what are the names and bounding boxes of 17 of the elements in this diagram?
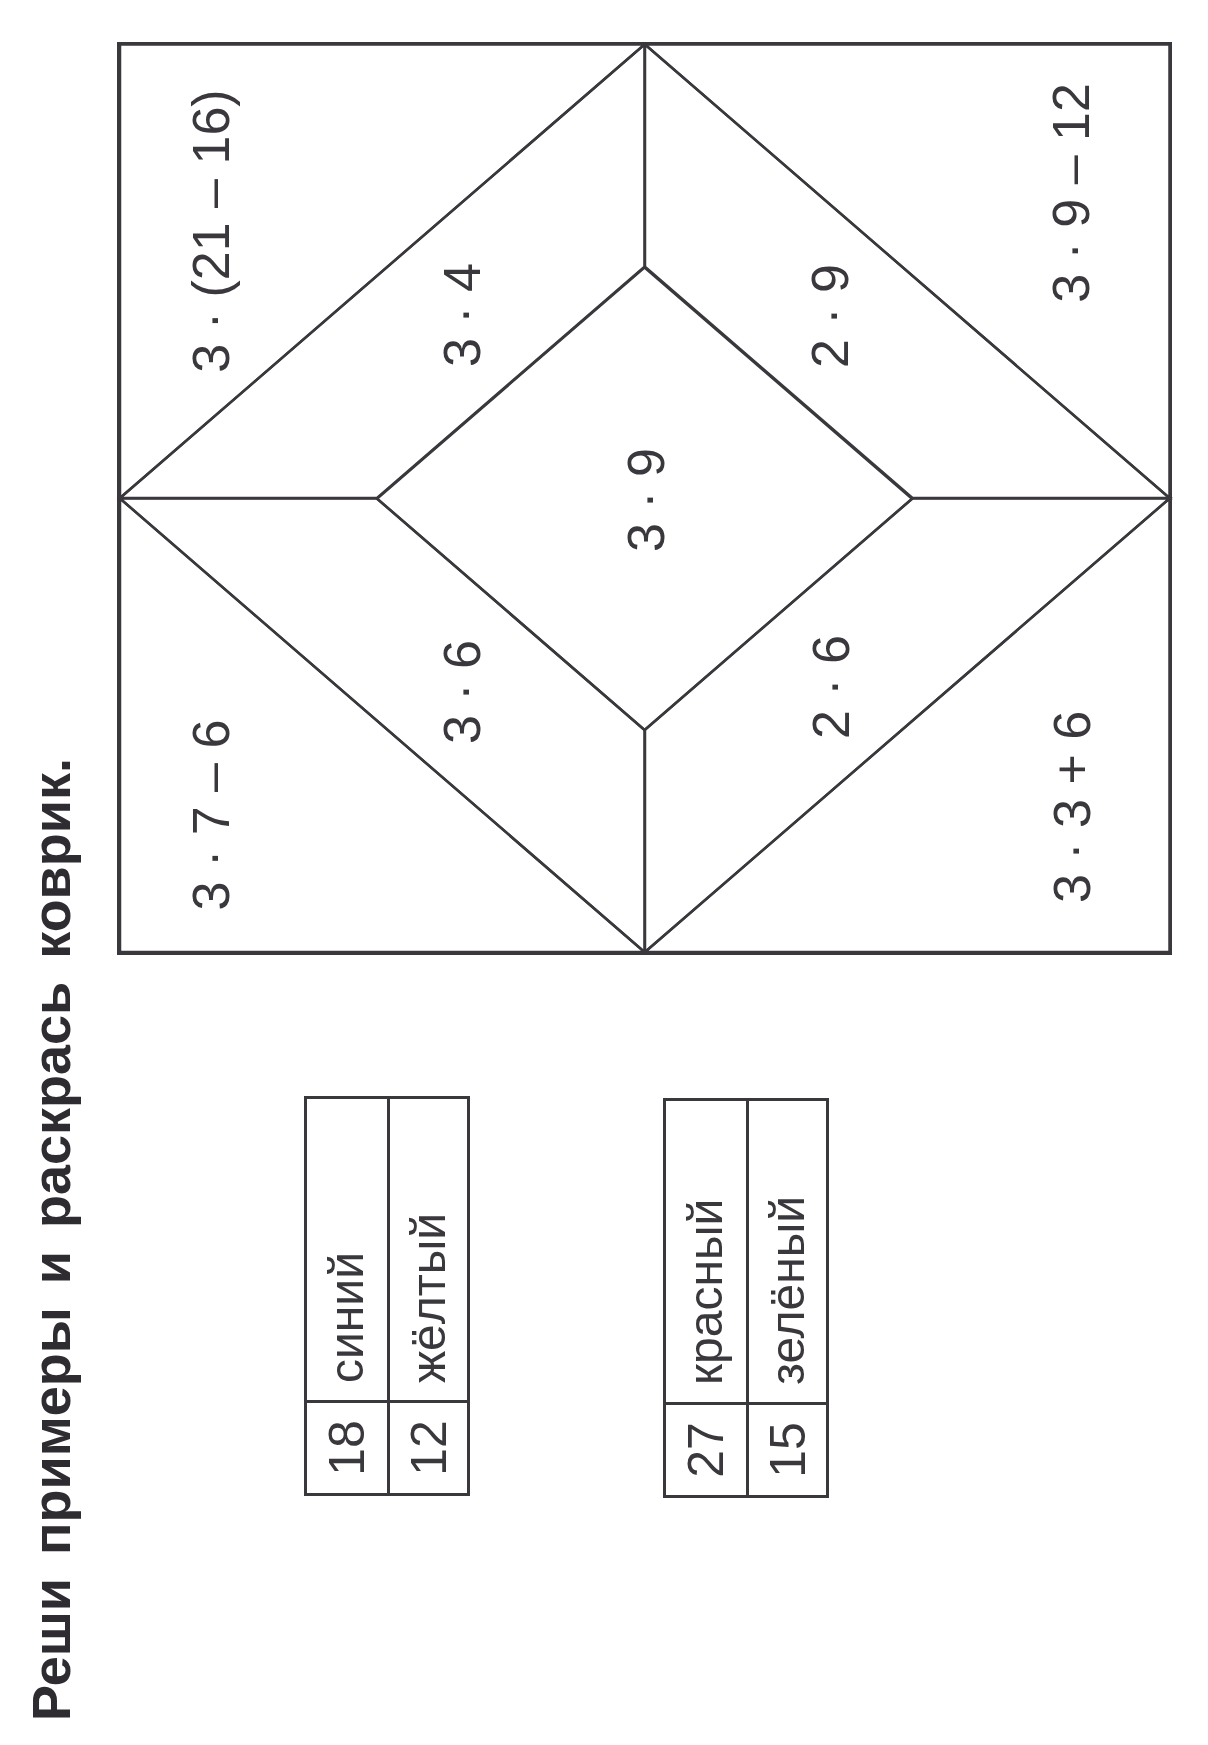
math-expression: 3 · 9 (620, 448, 672, 553)
table-cell: 15 (746, 1402, 826, 1495)
table-cell: жёлтый (387, 1099, 467, 1400)
math-expression: 3 · 6 (436, 639, 488, 745)
table-cell: 18 (307, 1400, 387, 1493)
math-expression: 3 · 7 – 6 (185, 719, 237, 911)
table-cell-text: синий (319, 1251, 374, 1385)
math-expression: 2 · 9 (804, 263, 856, 369)
math-expression: 3 · 9 – 12 (1045, 83, 1097, 303)
table-cell: 12 (387, 1400, 467, 1493)
math-expression: 2 · 6 (805, 634, 857, 740)
table-cell-text: красный (678, 1197, 733, 1387)
table-cell: зелёный (746, 1101, 826, 1402)
math-expression: 3 · 3 + 6 (1046, 710, 1098, 904)
math-expression: 3 · 4 (436, 262, 488, 368)
mat-frame (117, 42, 1172, 955)
table-cell: 27 (666, 1402, 746, 1495)
